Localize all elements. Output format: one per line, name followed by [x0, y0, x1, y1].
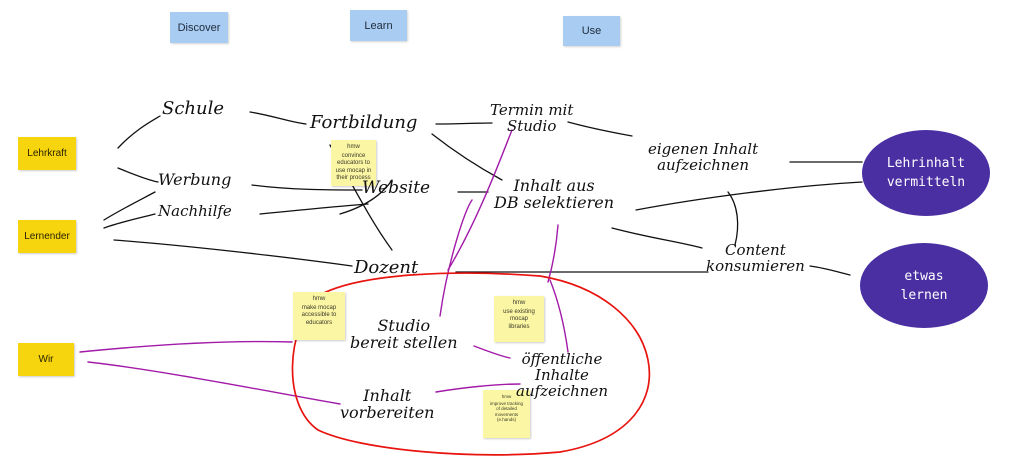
note-nachhilfe: Nachhilfe [158, 202, 232, 220]
goal-etwas-lernen[interactable]: etwas lernen [860, 243, 988, 328]
sticky-convince-educators[interactable]: hmw convince educators to use mocap in t… [331, 140, 376, 186]
goal-line: etwas [904, 268, 944, 284]
note-eigenen-inhalt: eigenen Inhalt aufzeichnen [648, 140, 759, 174]
note-dozent: Dozent [354, 257, 419, 278]
connector-purple [435, 383, 521, 393]
note-line: konsumieren [706, 256, 805, 275]
sticky-line: use existing [503, 308, 535, 315]
sticky-line: make mocap [301, 304, 337, 311]
note-line: vorbereiten [340, 402, 435, 422]
note-line: DB selektieren [494, 192, 615, 212]
goal-line: lernen [900, 287, 948, 303]
connector-line [113, 239, 353, 267]
sticky-line: of detailed [496, 406, 517, 411]
note-line: Content [724, 241, 786, 259]
sticky-line: mocap [509, 316, 528, 322]
connector-line [727, 191, 739, 246]
connector-line [117, 115, 161, 149]
note-inhalt-aus-db: Inhalt aus DB selektieren [494, 176, 615, 212]
sticky-line: educators [305, 319, 333, 326]
role-lernender[interactable]: Lernender [18, 220, 76, 253]
connector-line [431, 133, 503, 181]
note-werbung: Werbung [158, 170, 232, 189]
goal-line: Lehrinhalt [886, 156, 966, 171]
connector-line [103, 191, 156, 221]
note-studio-bereitstellen: Studio bereit stellen [350, 316, 458, 352]
connector-line [567, 121, 633, 137]
sticky-line: convince [341, 152, 366, 159]
connector-line [339, 179, 393, 215]
focus-circle [291, 272, 651, 456]
note-line: Termin mit [490, 101, 574, 119]
sticky-line: hmw [312, 296, 326, 302]
connector-line [435, 122, 493, 125]
phase-use[interactable]: Use [563, 16, 620, 46]
sticky-line: improve tracking [489, 400, 523, 406]
note-line: aufzeichnen [657, 155, 750, 174]
note-line: aufzeichnen [516, 381, 608, 400]
sticky-line: accessible to [301, 312, 337, 318]
connector-line [809, 265, 851, 276]
note-line: bereit stellen [350, 332, 458, 352]
note-line: Inhalte [535, 365, 589, 384]
connector-purple [79, 340, 293, 353]
connector-line [611, 227, 703, 249]
sticky-line: (e.hands) [496, 417, 516, 422]
note-line: eigenen Inhalt [648, 140, 759, 158]
goal-lehrinhalt-vermitteln[interactable]: Lehrinhalt vermitteln [862, 130, 990, 216]
note-oeffentliche-inhalte: öffentliche Inhalte aufzeichnen [516, 350, 608, 400]
note-fortbildung: Fortbildung [310, 112, 418, 133]
sticky-improve-tracking[interactable]: hmw improve tracking of detailed movemen… [483, 390, 530, 438]
connector-purple [439, 199, 473, 317]
note-line: Studio [506, 116, 557, 135]
role-wir[interactable]: Wir [18, 343, 74, 376]
connector-line [259, 203, 369, 215]
sticky-existing-libraries[interactable]: hmw use existing mocap libraries [494, 296, 544, 342]
note-line: öffentliche [521, 350, 603, 368]
connector-line [117, 167, 159, 183]
sticky-mocap-accessible[interactable]: hmw make mocap accessible to educators [293, 292, 345, 340]
phase-learn[interactable]: Learn [350, 10, 407, 41]
sticky-line: movements [494, 411, 519, 417]
note-content-konsumieren: Content konsumieren [706, 241, 805, 275]
sticky-line: use mocap in [335, 167, 372, 174]
note-line: Studio [377, 316, 431, 335]
note-schule: Schule [162, 98, 225, 119]
connector-line [249, 111, 307, 125]
connector-purple [547, 224, 559, 283]
role-lehrkraft[interactable]: Lehrkraft [18, 137, 76, 170]
note-website: Website [362, 178, 431, 198]
note-line: Inhalt [363, 386, 412, 405]
note-inhalt-vorbereiten: Inhalt vorbereiten [340, 386, 435, 422]
connector-purple [473, 345, 511, 359]
sticky-line: their process [336, 175, 371, 181]
note-line: Inhalt aus [513, 176, 595, 195]
connector-line [635, 181, 863, 211]
phase-discover[interactable]: Discover [170, 12, 228, 43]
connector-purple [549, 279, 569, 353]
connector-line [103, 213, 156, 229]
connector-purple [87, 361, 341, 405]
connector-purple [447, 129, 513, 271]
sticky-line: hmw [512, 300, 526, 306]
goal-line: vermitteln [886, 175, 966, 190]
sticky-line: educators to [336, 160, 371, 166]
sticky-line: hmw [347, 144, 360, 150]
sticky-line: libraries [508, 323, 530, 330]
connector-line [251, 184, 363, 191]
sticky-line: hmw [501, 394, 512, 399]
note-termin-mit-studio: Termin mit Studio [490, 101, 574, 135]
